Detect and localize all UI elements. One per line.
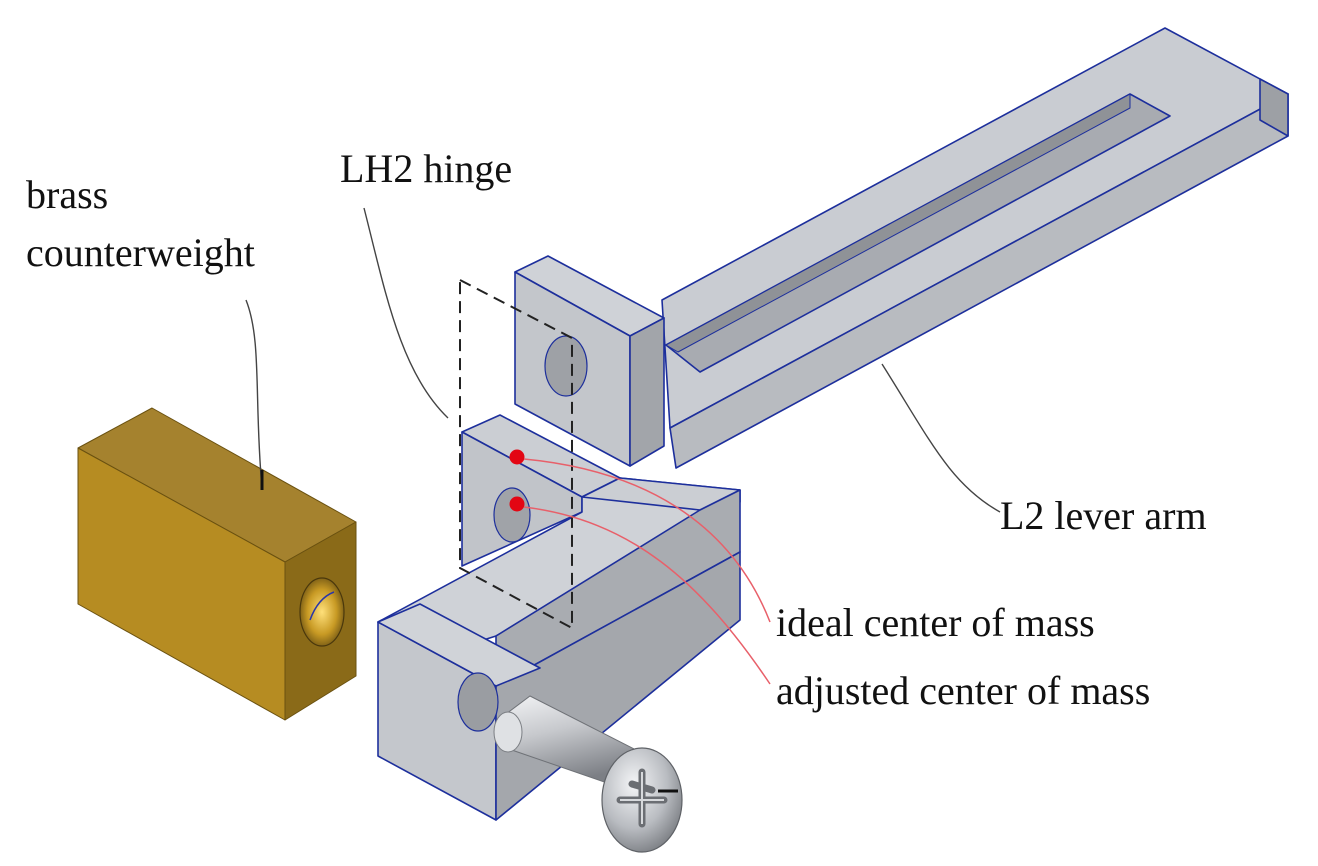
brass-counterweight-label-line2: counterweight bbox=[26, 230, 255, 275]
adjusted-center-of-mass-red-dot-icon bbox=[509, 496, 525, 512]
brass-counterweight-label-line1: brass bbox=[26, 172, 108, 217]
l2-lever-arm-leader-line bbox=[881, 363, 1001, 513]
pan-head-phillips-screw-icon bbox=[493, 695, 683, 853]
ideal-center-of-mass-label: ideal center of mass bbox=[776, 600, 1095, 645]
lever-arm-top-face bbox=[661, 27, 1289, 429]
lh2-hinge-leader-line bbox=[363, 207, 449, 419]
lh2-hinge-label: LH2 hinge bbox=[340, 146, 512, 191]
lever-arm-slot-inner-wall bbox=[665, 93, 1131, 353]
hinge-base-front-top bbox=[377, 603, 541, 687]
brass-hole-highlight bbox=[309, 591, 335, 621]
l2-lever-arm bbox=[661, 27, 1289, 469]
ideal-center-of-mass-red-dot-icon bbox=[509, 449, 525, 465]
screw-phillips-slot-highlight bbox=[620, 772, 664, 824]
adjusted-center-of-mass-label: adjusted center of mass bbox=[776, 668, 1150, 713]
brass-counterweight-block bbox=[77, 407, 357, 721]
hinge-riser-hole bbox=[493, 487, 531, 543]
brass-hole bbox=[299, 577, 345, 647]
lever-arm-end-face bbox=[1259, 78, 1289, 137]
hinge-plate-side-face bbox=[629, 317, 665, 467]
screw-shaft-end bbox=[493, 711, 523, 753]
hinge-base-hole bbox=[457, 672, 499, 732]
lh2-hinge-dashed-outline bbox=[459, 279, 573, 630]
hinge-plate-hole bbox=[544, 335, 588, 397]
adjusted-center-of-mass-leader-line bbox=[523, 506, 771, 685]
lh2-hinge-upper-plate bbox=[514, 255, 665, 467]
ideal-center-of-mass-leader-line bbox=[523, 458, 771, 623]
l2-lever-arm-label: L2 lever arm bbox=[1000, 493, 1207, 538]
brass-counterweight-leader-line bbox=[245, 299, 263, 489]
